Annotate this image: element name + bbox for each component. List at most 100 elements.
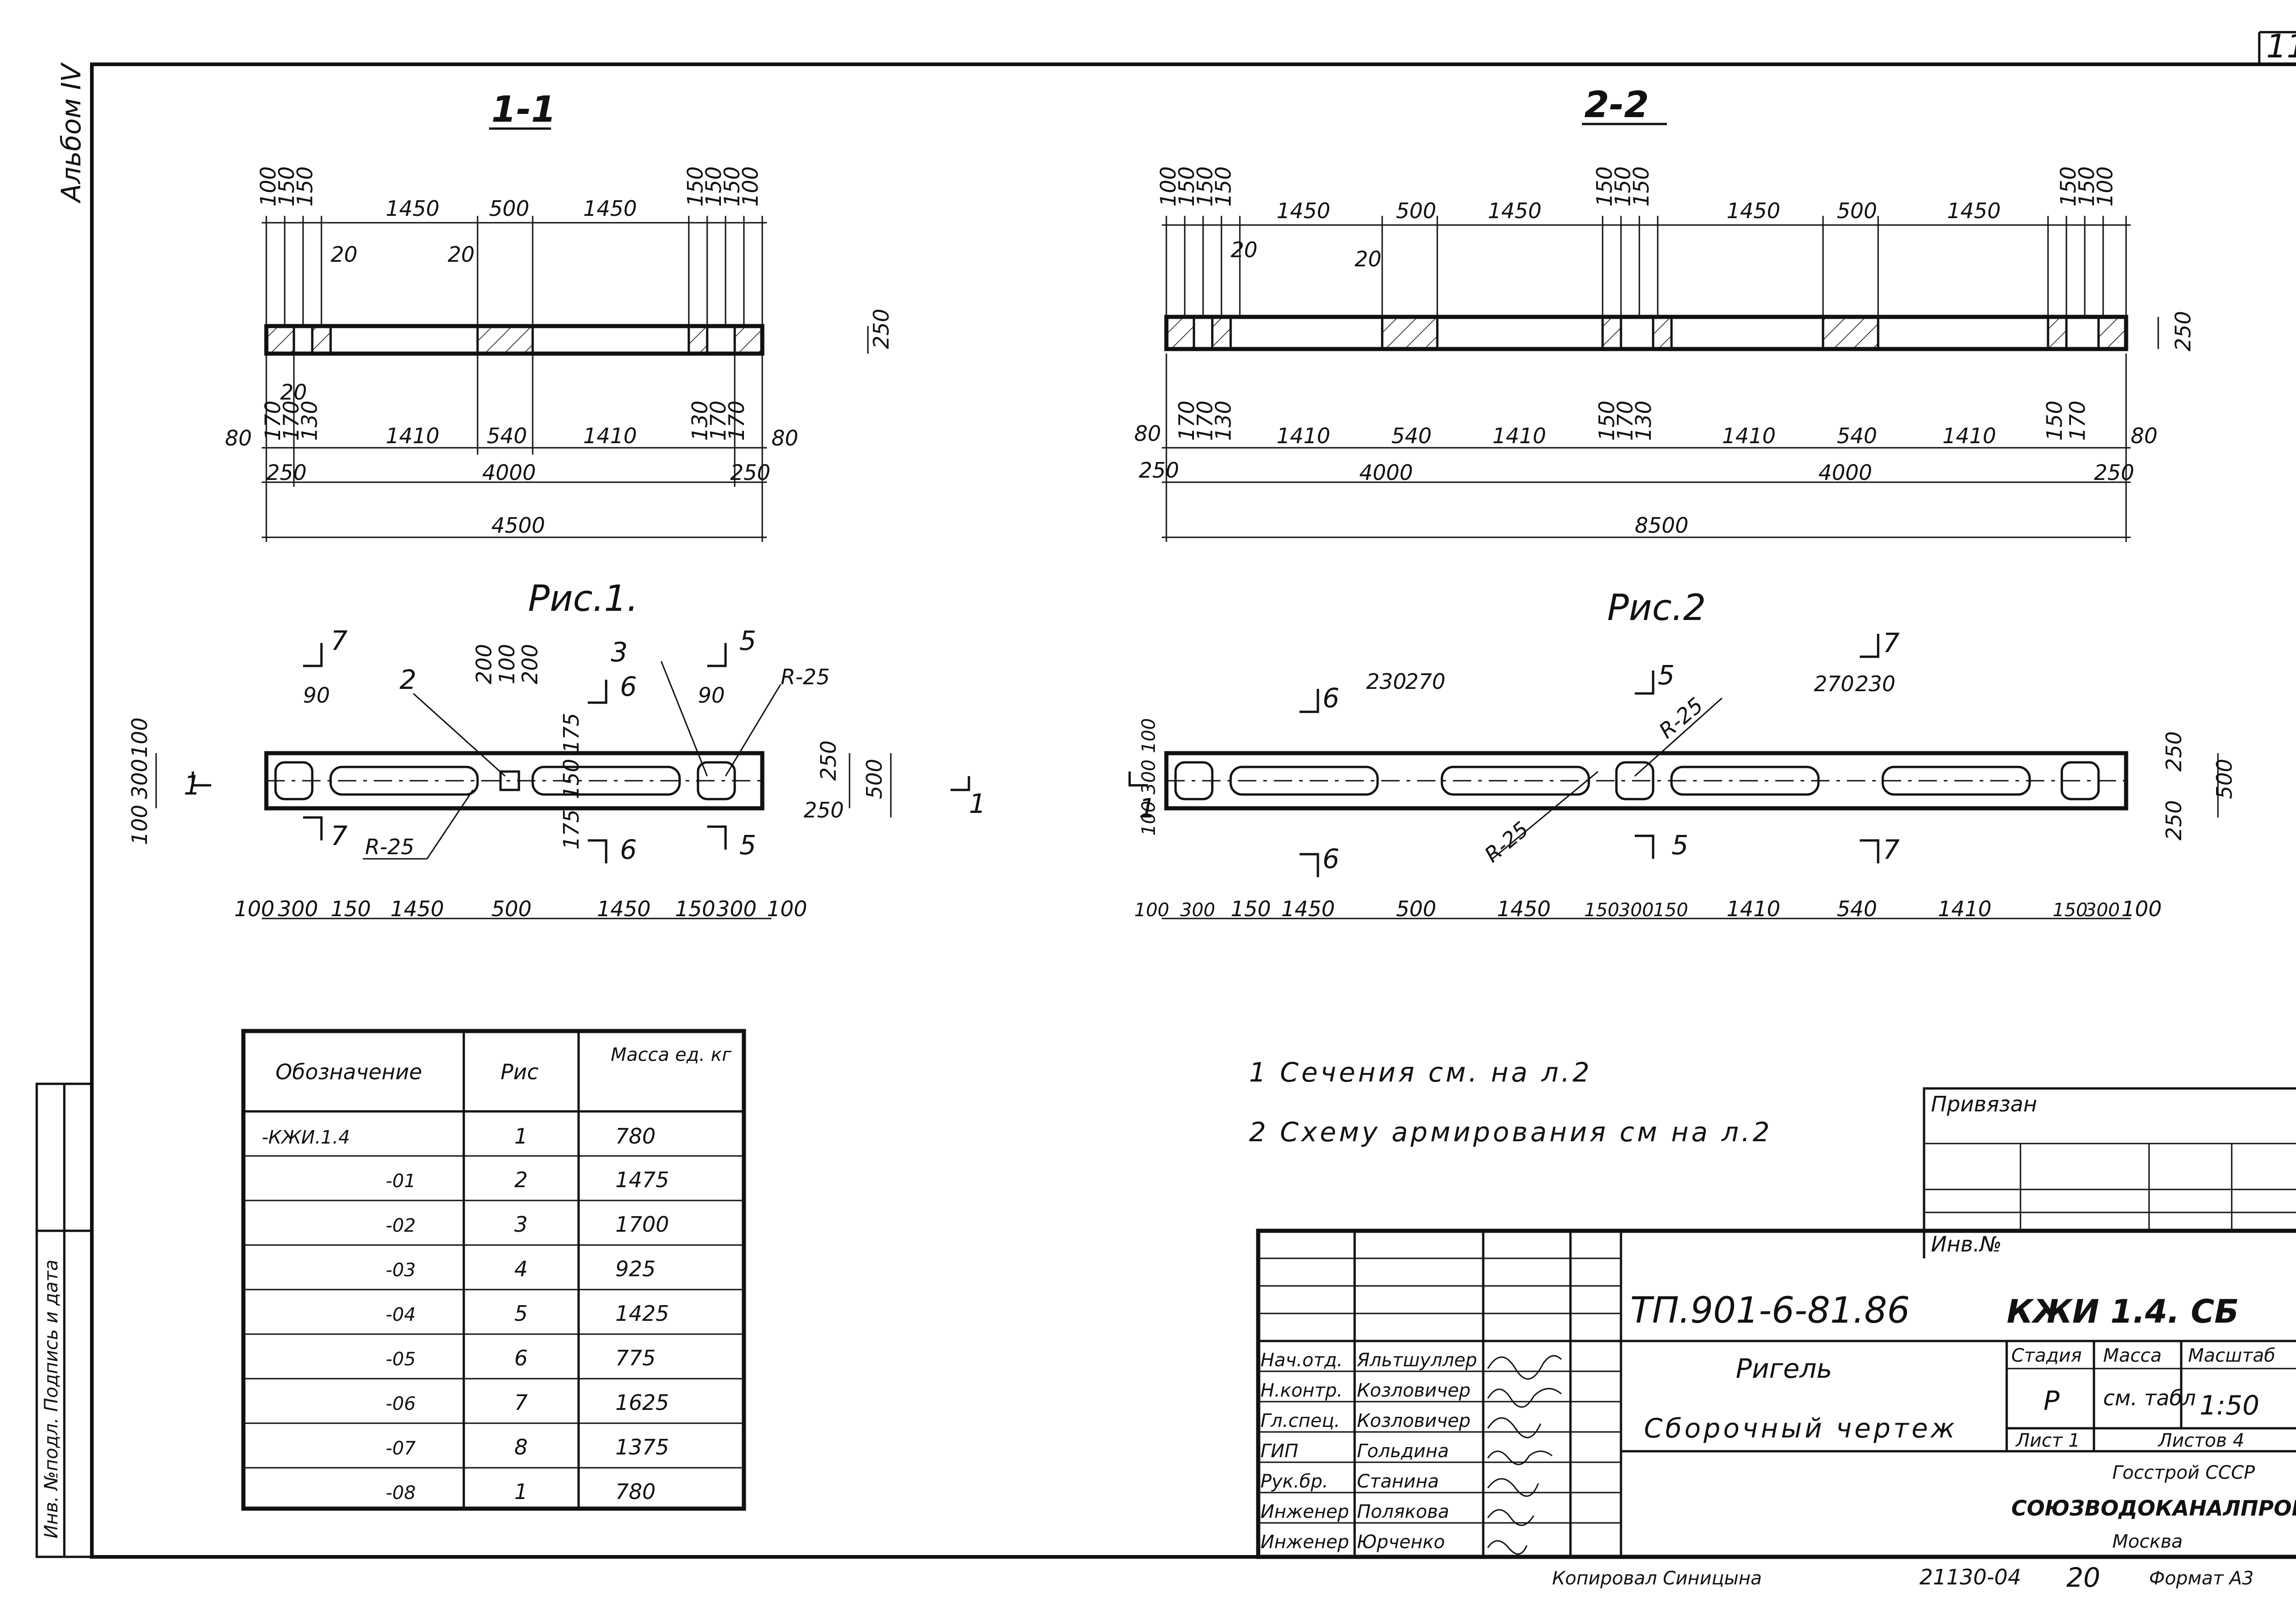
s1-bottom-dim: 170 (706, 400, 731, 441)
fig2-cut-6: 6 (1322, 682, 1339, 714)
table-row-mass: 780 (615, 1124, 656, 1149)
s2-top-dim: 150 (1592, 166, 1617, 207)
sheets-total: Листов 4 (2157, 1430, 2245, 1451)
table-row-mass: 1700 (615, 1212, 669, 1237)
inv-label: Инв.№ (1931, 1232, 2002, 1257)
fig1-cut-7: 7 (331, 625, 348, 656)
drawing-name: Сборочный чертеж (1644, 1413, 1958, 1444)
s2-bottom-dim: 1410 (1277, 423, 1330, 448)
s2-top-dim: 150 (2074, 166, 2099, 207)
fig-1-plan: Рис.1. 2 3 R-25 R-25 7 7 6 6 5 5 1 1 (127, 578, 986, 921)
table-row-designation: -07 (386, 1438, 416, 1459)
section-2-title: 2-2 (1584, 85, 1649, 126)
format-label: Формат А3 (2149, 1568, 2254, 1589)
s1-top-dim: 1450 (386, 196, 439, 221)
s2-notch-dim: 20 (1231, 237, 1258, 262)
s2-bottom-dim: 150 (2042, 400, 2067, 441)
fig-2-caption: Рис.2 (1607, 587, 1706, 629)
s2-top-dim: 150 (1610, 166, 1635, 207)
table-row-fig: 8 (514, 1435, 528, 1459)
fig1-cut-1: 1 (184, 770, 201, 801)
s2-bottom-dim: 540 (1391, 423, 1432, 448)
s2-top-dim: 150 (1174, 166, 1199, 207)
s1-top-dim: 100 (256, 166, 281, 207)
page-in-order: 20 (2066, 1562, 2100, 1593)
table-row-fig: 7 (514, 1390, 528, 1415)
s2-top-dim: 150 (2056, 166, 2081, 207)
fig2-right-dim: 250 (2161, 731, 2186, 772)
fig2-top-dim: 270 (1814, 671, 1854, 696)
fig1-cut-5: 5 (739, 625, 756, 656)
fig2-bottom-dim: 300 (2085, 900, 2120, 921)
fig2-top-dim: 270 (1405, 669, 1446, 694)
role-label: ГИП (1261, 1441, 1298, 1462)
s1-bottom-dim: 170 (724, 400, 749, 441)
fig1-leader-r25: R-25 (781, 665, 830, 689)
s2-top-dim: 1450 (1727, 198, 1780, 223)
fig2-left-dim: 100 (1138, 801, 1159, 836)
fig2-right-dim: 250 (2161, 800, 2186, 840)
role-label: Инженер (1261, 1532, 1349, 1553)
fig2-bottom-dim: 300 (1180, 900, 1215, 921)
table-row-fig: 5 (514, 1301, 528, 1326)
fig2-bottom-dim: 500 (1396, 896, 1436, 921)
s1-bottom-dim: 130 (687, 400, 712, 441)
fig1-left-dim: 100 (127, 717, 152, 758)
s2-bottom-dim: 170 (1613, 400, 1638, 441)
fig-1-caption: Рис.1. (528, 578, 638, 620)
fig1-cut-1: 1 (969, 788, 986, 819)
fig1-bottom-dim: 100 (767, 896, 807, 921)
s1-span-dim: 4000 (482, 460, 536, 485)
fig2-bottom-dim: 150 (1584, 900, 1619, 921)
s2-top-dim: 500 (1396, 198, 1436, 223)
table-row-fig: 2 (514, 1167, 528, 1192)
fig2-cut-5: 5 (1671, 829, 1688, 861)
s1-top-dim: 500 (489, 196, 529, 221)
s1-top-dim: 1450 (583, 196, 637, 221)
role-name: Полякова (1357, 1501, 1449, 1522)
s2-span-dim: 4000 (1818, 460, 1872, 485)
s1-bottom-dim: 170 (260, 400, 285, 441)
fig1-bottom-dim: 100 (234, 896, 275, 921)
table-row-fig: 1 (514, 1479, 528, 1504)
s2-bottom-dim: 170 (1174, 400, 1199, 441)
fig1-cut-7: 7 (331, 820, 348, 851)
sheet-number: Лист 1 (2015, 1430, 2080, 1451)
role-name: Козловичер (1357, 1380, 1470, 1401)
table-header-designation: Обозначение (276, 1059, 422, 1084)
s1-small-dim: 20 (280, 380, 307, 405)
table-header-mass: Масса ед. кг (611, 1044, 732, 1065)
fig2-bottom-dim: 1410 (1938, 896, 1992, 921)
s1-bottom-dim: 1410 (583, 423, 637, 448)
table-row-mass: 780 (615, 1479, 656, 1504)
fig2-bottom-dim: 1450 (1281, 896, 1335, 921)
title-block: ТП.901-6-81.86 КЖИ 1.4. СБ Ригель Сбороч… (1256, 1228, 2296, 1559)
mass-table: Обозначение Рис Масса ед. кг -КЖИ.1.4 1 … (241, 1029, 746, 1511)
table-row-fig: 1 (514, 1124, 528, 1149)
role-label: Инженер (1261, 1501, 1349, 1522)
s2-bottom-dim: 130 (1211, 400, 1236, 441)
table-row-fig: 4 (514, 1257, 528, 1281)
fig1-right-dim: 500 (862, 759, 887, 799)
role-name: Гольдина (1357, 1441, 1449, 1462)
s1-top-dim: 150 (720, 166, 744, 207)
fig1-top-dim: 175 (559, 713, 584, 753)
fig1-bottom-dim: 1450 (597, 896, 651, 921)
org-ministry: Госстрой СССР (2112, 1462, 2255, 1483)
fig2-leader-r25: R-25 (1480, 817, 1533, 867)
s2-notch-dim: 20 (1355, 247, 1382, 271)
stage-header: Стадия (2011, 1345, 2082, 1366)
role-name: Юрченко (1357, 1532, 1445, 1553)
note-2: 2 Схему армирования см на л.2 (1249, 1116, 1773, 1148)
fig1-bottom-dim: 300 (716, 896, 757, 921)
fig1-left-dim: 100 (127, 805, 152, 845)
s2-bottom-dim: 80 (1134, 421, 1161, 446)
table-row-mass: 1625 (615, 1390, 669, 1415)
fig1-top-dim: 175 (559, 809, 584, 850)
album-label: Альбом IV (56, 62, 87, 204)
s2-bottom-dim: 170 (2065, 400, 2090, 441)
fig2-cut-5: 5 (1658, 659, 1675, 691)
doc-mark: КЖИ 1.4. СБ (2007, 1293, 2239, 1330)
fig1-top-dim: 200 (472, 644, 496, 684)
table-row-designation: -06 (386, 1393, 416, 1414)
